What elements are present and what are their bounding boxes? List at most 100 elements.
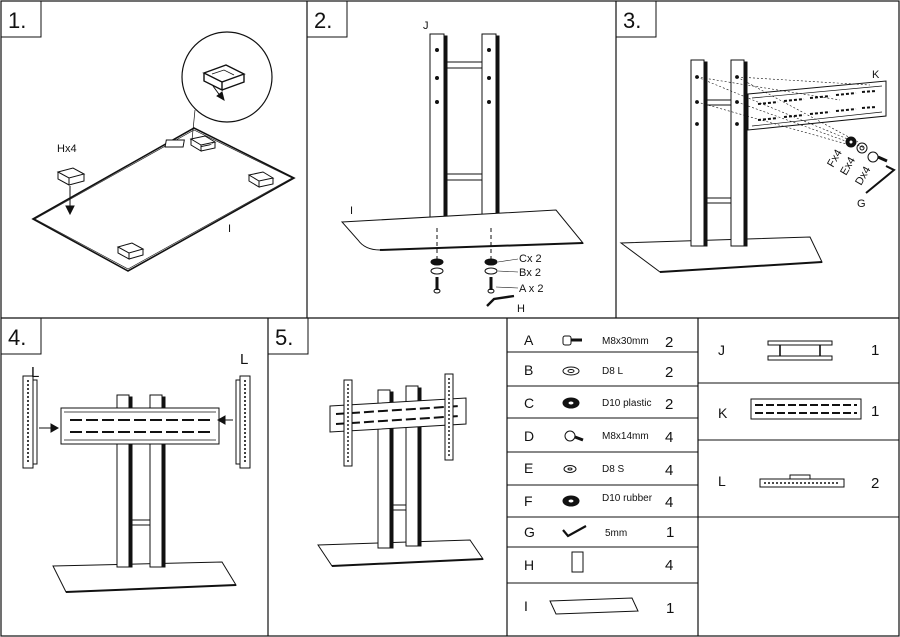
part-letter: J (718, 342, 725, 358)
part-qty: 2 (871, 475, 879, 492)
step-1-number-box: 1. (0, 0, 42, 38)
label-l-right: L (240, 351, 248, 368)
bracket-arm-icon (343, 379, 353, 467)
plastic-washer-icon (562, 397, 580, 409)
part-qty: 1 (666, 524, 674, 541)
label-h: H (517, 303, 525, 315)
parts-row: F D10 rubber 4 (524, 493, 673, 511)
flat-washer-icon (562, 366, 580, 376)
parts-row: G 5mm 1 (524, 524, 674, 541)
column-frame-icon (767, 340, 833, 361)
label-j: J (423, 20, 429, 32)
detail-zoom-circle (181, 31, 273, 123)
left-column (429, 33, 445, 223)
part-letter: I (524, 598, 528, 614)
step-2-number: 2. (314, 8, 332, 33)
part-desc: D8 S (602, 464, 625, 475)
allen-key-icon (486, 294, 515, 307)
base-plate (619, 236, 823, 273)
step-3-number-box: 3. (615, 0, 657, 38)
part-letter: A (524, 332, 534, 348)
part-letter: C (524, 395, 534, 411)
label-l-left: L (31, 364, 39, 381)
step-1-illustration: Hx4 I (31, 31, 296, 272)
part-qty: 2 (665, 364, 673, 381)
part-desc: D10 plastic (602, 398, 651, 409)
label-i: I (228, 223, 231, 235)
base-plate-outline (31, 127, 296, 272)
part-letter: L (718, 473, 726, 489)
bracket-arm-icon (759, 474, 845, 488)
part-desc: 5mm (605, 528, 627, 539)
part-letter: E (524, 460, 533, 476)
part-letter: G (524, 524, 535, 540)
part-qty: 1 (871, 342, 879, 359)
part-desc: D8 L (602, 366, 624, 377)
step-5-number-box: 5. (267, 317, 309, 355)
mounting-plate-icon (60, 407, 220, 445)
part-letter: K (718, 405, 728, 421)
parts-row: E D8 S 4 (524, 460, 673, 479)
label-g: G (857, 198, 866, 210)
part-qty: 1 (871, 403, 879, 420)
part-letter: F (524, 493, 533, 509)
flat-washer-icon (484, 267, 498, 275)
mounting-plate-icon (750, 398, 862, 420)
parts-table-left: A M8x30mm 2 B D8 L 2 C D10 plastic 2 D M… (507, 332, 698, 617)
parts-row: C D10 plastic 2 (524, 395, 673, 413)
parts-row: A M8x30mm 2 (524, 332, 673, 351)
pad-icon (247, 171, 275, 188)
label-ax2: A x 2 (519, 283, 543, 295)
small-washer-icon (563, 465, 577, 473)
parts-row: H 4 (524, 551, 673, 574)
label-i: I (350, 205, 353, 217)
parts-row: D M8x14mm 4 (524, 428, 673, 446)
plastic-washer-icon (484, 258, 498, 266)
bolt-long-icon (562, 335, 582, 346)
step-2-number-box: 2. (306, 0, 348, 38)
step-5-illustration (317, 373, 484, 567)
part-letter: H (524, 557, 534, 573)
pad-icon (189, 135, 217, 152)
label-dx4: Dx4 (853, 165, 873, 188)
mounting-plate-icon (329, 397, 467, 433)
allen-key-icon (562, 525, 587, 538)
bracket-arm-icon (444, 373, 454, 461)
part-desc: D10 rubber (602, 493, 653, 504)
label-bx2: Bx 2 (519, 267, 541, 279)
parts-row: I 1 (524, 597, 674, 617)
plastic-washer-icon (430, 258, 444, 266)
parts-row: L 2 (718, 473, 879, 492)
part-qty: 4 (665, 557, 673, 574)
mounting-plate-icon (747, 80, 887, 131)
step-4-number-box: 4. (0, 317, 42, 355)
part-desc: M8x30mm (602, 336, 649, 347)
part-qty: 4 (665, 429, 673, 446)
part-qty: 4 (665, 494, 673, 511)
rubber-washer-icon (562, 495, 580, 507)
small-washer-icon (856, 142, 868, 154)
part-qty: 2 (665, 396, 673, 413)
bracket-arm-icon (235, 375, 251, 469)
step-2-illustration: J I Cx 2 Bx 2 A x 2 H (340, 20, 585, 315)
part-qty: 2 (665, 334, 673, 351)
label-hx4: Hx4 (57, 143, 77, 155)
allen-key-icon (865, 165, 896, 194)
pad-icon (56, 167, 86, 186)
label-k: K (872, 69, 880, 81)
label-cx2: Cx 2 (519, 253, 542, 265)
step-3-illustration: K Fx4 Ex4 Dx4 G (619, 59, 896, 273)
bolt-long-icon (433, 277, 441, 294)
parts-row: J 1 (718, 340, 879, 361)
bolt-short-icon (564, 430, 584, 442)
parts-row: K 1 (718, 398, 879, 421)
base-plate (52, 561, 237, 593)
step-4-illustration: L L (22, 351, 251, 593)
step-4-number: 4. (8, 325, 26, 350)
part-letter: D (524, 428, 534, 444)
pad-icon (116, 242, 145, 260)
step-5-number: 5. (275, 325, 293, 350)
right-column (481, 33, 497, 223)
